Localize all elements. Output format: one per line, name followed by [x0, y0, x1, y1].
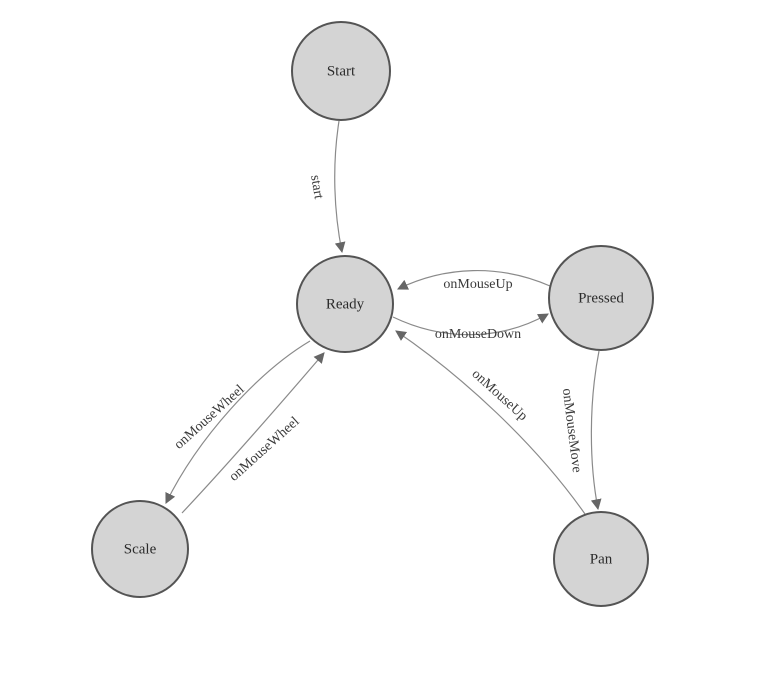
transition-ready-pressed: onMouseDown — [392, 313, 549, 342]
transition-label-onmousewheel-out: onMouseWheel — [172, 382, 248, 453]
state-circle-ready[interactable] — [296, 255, 394, 353]
state-circle-pressed[interactable] — [548, 245, 654, 351]
transition-start-ready: start — [307, 120, 346, 254]
state-label-ready: Ready — [326, 296, 365, 312]
transition-pressed-ready: onMouseUp — [397, 269, 551, 292]
transition-ready-pressed-edge — [392, 313, 549, 336]
state-label-start: Start — [327, 63, 356, 79]
transition-label-onmousewheel-in: onMouseWheel — [227, 414, 303, 485]
transition-pressed-pan-edge — [590, 350, 602, 511]
state-node-pressed[interactable]: Pressed — [548, 245, 654, 351]
state-label-pressed: Pressed — [578, 290, 624, 306]
state-circle-scale[interactable] — [91, 500, 189, 598]
transition-start-ready-edge — [334, 120, 346, 254]
state-node-start[interactable]: Start — [291, 21, 391, 121]
transition-label-onmousemove: onMouseMove — [559, 388, 584, 474]
transition-pan-ready: onMouseUp — [395, 330, 586, 515]
transition-scale-ready-edge — [181, 352, 325, 514]
state-label-pan: Pan — [590, 551, 613, 567]
transition-pan-ready-edge — [395, 330, 586, 515]
transition-label-onmousedown: onMouseDown — [435, 327, 521, 342]
transition-pressed-ready-edge — [397, 269, 551, 290]
state-circle-start[interactable] — [291, 21, 391, 121]
transition-pressed-pan: onMouseMove — [559, 350, 602, 511]
state-node-pan[interactable]: Pan — [553, 511, 649, 607]
state-node-scale[interactable]: Scale — [91, 500, 189, 598]
state-circle-pan[interactable] — [553, 511, 649, 607]
transition-label-onmouseup-top: onMouseUp — [443, 277, 512, 292]
state-label-scale: Scale — [124, 541, 157, 557]
state-node-ready[interactable]: Ready — [296, 255, 394, 353]
transition-label-start: start — [307, 174, 326, 200]
transition-ready-scale-edge — [165, 340, 311, 504]
